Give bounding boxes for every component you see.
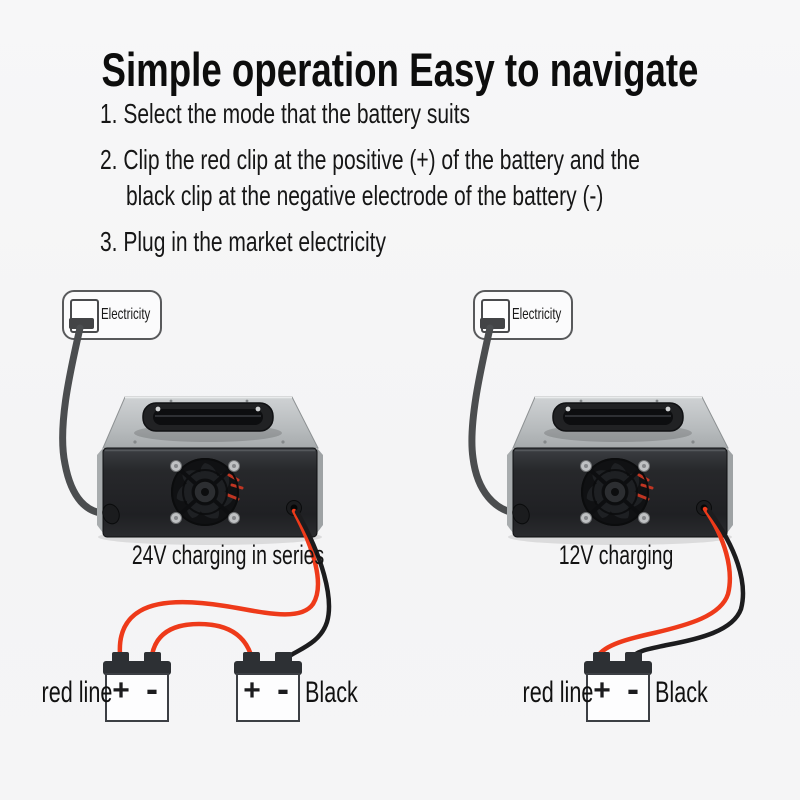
power-plug-icon — [480, 318, 505, 329]
red-wire-left — [117, 508, 321, 657]
charger-illustration-left — [95, 395, 325, 547]
power-plug-icon — [69, 318, 94, 329]
step-2-line-1: 2. Clip the red clip at the positive (+)… — [100, 144, 640, 175]
battery-2-minus-mark: - — [277, 668, 289, 709]
power-socket-icon — [480, 299, 510, 333]
step-3: 3. Plug in the market electricity — [100, 226, 386, 257]
electricity-badge-right: Electricity — [473, 290, 573, 340]
electricity-label: Electricity — [512, 306, 562, 323]
black-label-right: Black — [655, 676, 708, 709]
red-line-label-left: red line — [41, 676, 113, 709]
caption-24v-series: 24V charging in series — [131, 540, 325, 570]
red-wire-right — [595, 506, 733, 659]
page-title: Simple operation Easy to navigate — [101, 43, 699, 96]
battery-3-minus-mark: - — [627, 668, 639, 709]
step-2-line-2: black clip at the negative electrode of … — [126, 180, 604, 211]
ac-wire-right — [468, 324, 525, 518]
caption-12v: 12V charging — [558, 540, 674, 570]
red-line-label-right: red line — [522, 676, 594, 709]
black-label-left: Black — [305, 676, 358, 709]
charger-illustration-right — [505, 395, 735, 547]
battery-1-plus-mark: + — [112, 674, 130, 707]
ac-wire-left — [59, 324, 115, 517]
battery-2-plus-mark: + — [243, 674, 261, 707]
battery-1-minus-mark: - — [146, 668, 158, 709]
series-link-wire — [149, 621, 254, 658]
electricity-badge-left: Electricity — [62, 290, 162, 340]
step-1: 1. Select the mode that the battery suit… — [100, 98, 471, 129]
black-wire-left — [288, 509, 332, 658]
power-socket-icon — [69, 299, 99, 333]
electricity-label: Electricity — [101, 306, 151, 323]
battery-3-plus-mark: + — [593, 674, 611, 707]
black-wire-right — [630, 508, 746, 660]
